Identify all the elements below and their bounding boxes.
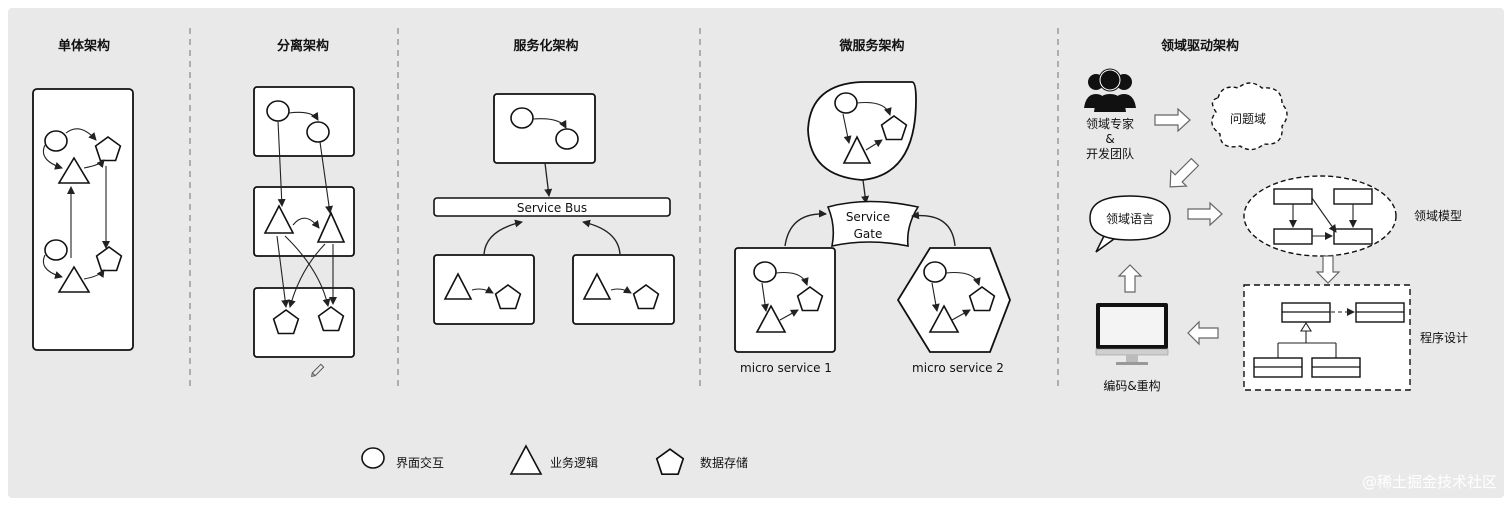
legend-storage-label: 数据存储 [700,455,748,470]
title-micro: 微服务架构 [838,38,904,54]
soa-diagram: Service Bus [433,93,675,325]
service-bus-bar [433,197,671,217]
watermark: @稀土掘金技术社区 [1362,473,1497,491]
model-box [1273,188,1313,205]
problem-domain-label: 问题域 [1230,112,1266,126]
soa-ui-box [493,93,596,164]
people-icon [1084,68,1136,112]
arrow-to-language-up [1117,264,1143,293]
monolith-box [32,88,134,351]
legend-logic-label: 业务逻辑 [550,455,598,470]
ui-layer-box [253,86,355,157]
circle-ui-icon [44,239,68,261]
problem-domain-cloud [1211,82,1288,151]
triangle-logic-icon [755,304,787,333]
legend: 界面交互 业务逻辑 数据存储 [361,444,748,476]
domain-model-ellipse [1243,175,1397,257]
circle-ui-icon [510,107,534,129]
triangle-logic-icon [57,265,91,293]
ddd-diagram: 领域专家 & 开发团队 问题域 领域语言 领域模型 [1084,68,1468,393]
triangle-logic-icon [582,272,612,300]
coding-label: 编码&重构 [1103,378,1160,393]
circle-ui-icon [44,130,68,152]
arrow-to-domain-language [1169,157,1200,188]
title-ddd: 领域驱动架构 [1161,38,1239,54]
service-gate-label-line1: Service [846,210,890,224]
title-soa: 服务化架构 [513,38,578,54]
service-gate-label-line2: Gate [854,227,883,241]
domain-language-label: 领域语言 [1106,212,1154,226]
service-gate-shape [826,200,920,248]
title-separated: 分离架构 [277,38,329,54]
circle-ui-icon [266,100,290,122]
arrow-to-problem-domain [1154,107,1191,133]
legend-pentagon-storage-icon [655,448,685,476]
circle-ui-icon [753,261,777,283]
legend-triangle-logic-icon [509,444,543,475]
model-box [1333,228,1373,245]
experts-label-line2: & [1105,132,1114,146]
circle-ui-icon [923,261,947,283]
triangle-logic-icon [263,204,295,234]
model-box [1333,188,1373,205]
logic-layer-box [253,186,355,257]
pencil-icon [310,363,325,378]
title-monolith: 单体架构 [58,38,110,54]
model-box [1273,228,1313,245]
triangle-logic-icon [316,211,346,243]
arrow-to-coding [1187,320,1219,346]
program-design-label: 程序设计 [1420,330,1468,345]
arrow-to-program-design [1315,255,1341,284]
experts-label-line1: 领域专家 [1086,116,1134,131]
monolith-diagram [32,88,134,351]
micro-service-2-label: micro service 2 [912,361,1004,375]
section-separators [189,28,1059,390]
triangle-logic-icon [928,304,960,333]
domain-language-bubble [1089,195,1171,253]
micro-service-1-label: micro service 1 [740,361,832,375]
triangle-logic-icon [842,135,872,164]
triangle-logic-icon [443,272,473,300]
triangle-logic-icon [57,156,91,184]
circle-ui-icon [306,121,330,143]
circle-ui-icon [555,128,579,150]
domain-model-label: 领域模型 [1414,209,1462,223]
legend-ui-label: 界面交互 [396,455,444,470]
monitor-icon [1095,303,1169,365]
micro-diagram: Service Gate micro service 1 micro servi… [734,81,1011,375]
circle-ui-icon [834,92,858,114]
service-bus-label: Service Bus [517,201,587,215]
arrow-to-domain-model [1187,201,1223,227]
legend-circle-ui-icon [361,447,385,469]
experts-label-line3: 开发团队 [1086,146,1134,161]
separated-diagram [253,86,355,378]
